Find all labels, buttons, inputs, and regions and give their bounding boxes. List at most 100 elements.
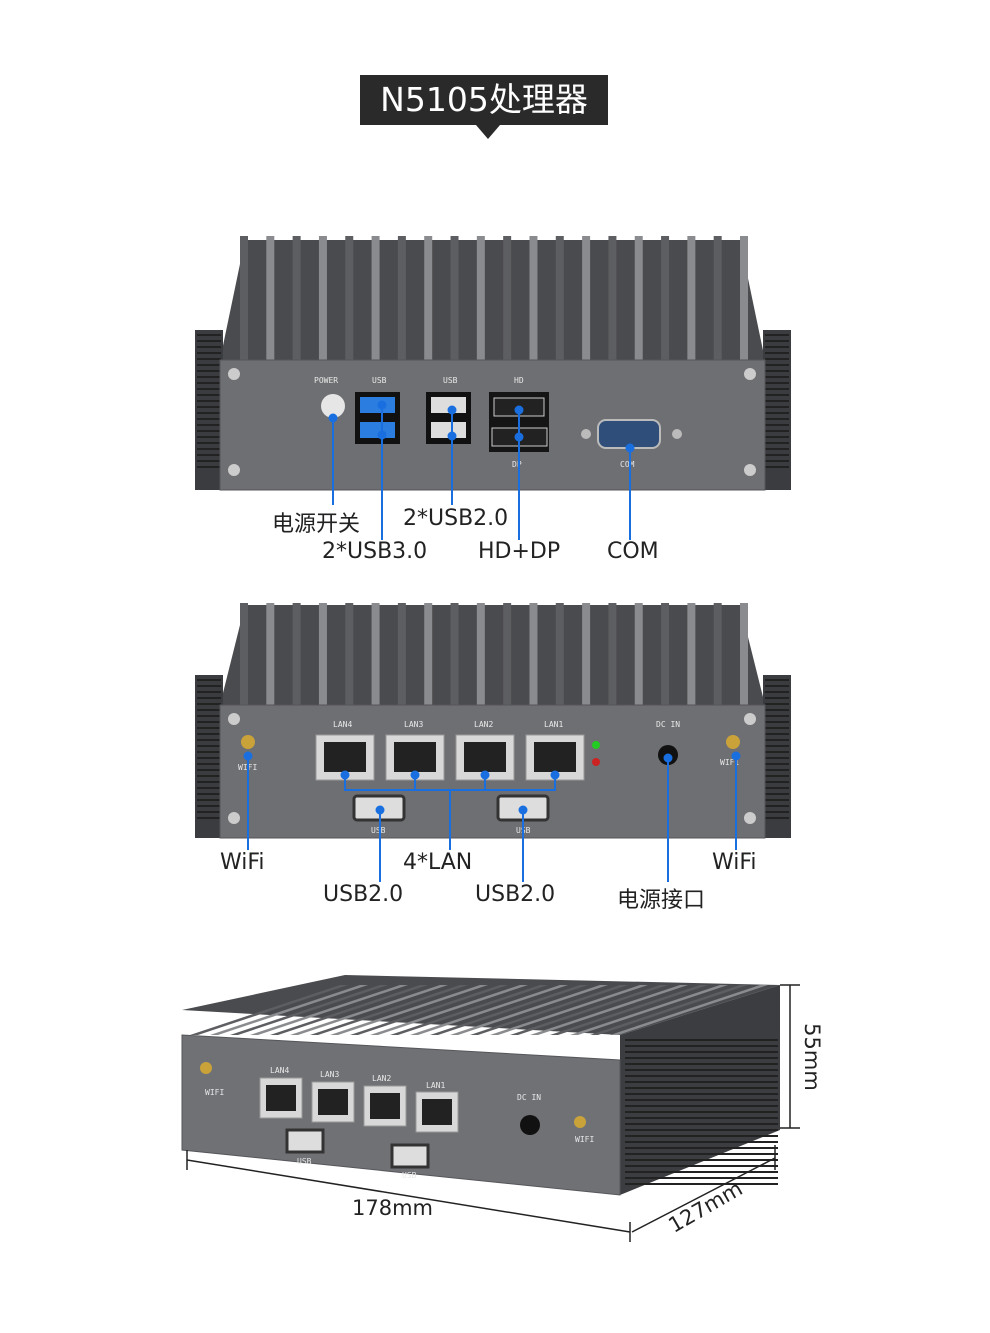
heatsink-fin <box>582 603 591 705</box>
processor-title: N5105处理器 <box>360 75 608 125</box>
heatsink-fin <box>503 236 512 360</box>
hd-label: HD <box>514 376 524 385</box>
callout-wifi-right: WiFi <box>712 850 757 875</box>
callout-com: COM <box>607 539 659 564</box>
heatsink-fin <box>230 985 388 1035</box>
heatsink-fin <box>740 236 748 360</box>
callout-usb20: 2*USB2.0 <box>403 506 509 531</box>
dp-label: DP <box>512 460 522 469</box>
heatsink-fin <box>529 603 538 705</box>
heatsink-fin <box>318 603 327 705</box>
heatsink-fin <box>410 985 568 1035</box>
heatsink-fin <box>610 985 768 1035</box>
heatsink-fin <box>687 236 696 360</box>
heatsink-fin <box>529 236 538 360</box>
heatsink-fin <box>345 236 354 360</box>
heatsink-fin <box>370 985 528 1035</box>
heatsink-fin <box>330 985 488 1035</box>
heatsink-fin <box>740 603 748 705</box>
title-arrow <box>476 125 500 139</box>
heatsink-fin <box>476 236 485 360</box>
usb-left-label: USB <box>371 826 386 835</box>
heatsink-fin <box>661 603 670 705</box>
iso-lan3-label: LAN3 <box>320 1070 339 1079</box>
lan2-label: LAN2 <box>474 720 493 729</box>
iso-usb-right-label: USB <box>402 1171 417 1180</box>
usb3-label: USB <box>372 376 387 385</box>
heatsink-fin <box>290 985 448 1035</box>
iso-wifi-right-label: WIFI <box>575 1135 594 1144</box>
heatsink-fin <box>503 603 512 705</box>
heatsink-fin <box>190 985 348 1035</box>
heatsink-fin <box>713 603 722 705</box>
callout-power-port: 电源接口 <box>617 888 706 913</box>
lan3-label: LAN3 <box>404 720 423 729</box>
callout-usb-right: USB2.0 <box>475 882 556 907</box>
usb2-label: USB <box>443 376 458 385</box>
heatsink-fin <box>713 236 722 360</box>
heatsink-fin <box>371 236 380 360</box>
dimension-height: 55mm <box>799 1023 824 1091</box>
heatsink-fin <box>490 985 648 1035</box>
lan4-label: LAN4 <box>333 720 352 729</box>
heatsink-fin <box>550 985 708 1035</box>
heatsink-fin <box>450 236 459 360</box>
callout-lan: 4*LAN <box>403 850 473 875</box>
heatsink-fin <box>510 985 668 1035</box>
heatsink-fin <box>318 236 327 360</box>
heatsink-fin <box>530 985 688 1035</box>
heatsink-fin <box>250 985 408 1035</box>
heatsink-fin <box>345 603 354 705</box>
dimension-width: 178mm <box>352 1196 433 1220</box>
heatsink-fin <box>661 236 670 360</box>
lan1-label: LAN1 <box>544 720 563 729</box>
iso-lan1-label: LAN1 <box>426 1081 445 1090</box>
iso-lan2-label: LAN2 <box>372 1074 391 1083</box>
callout-hd-dp: HD+DP <box>478 539 561 564</box>
heatsink-fin <box>424 603 433 705</box>
heatsink-fin <box>634 236 643 360</box>
front-view-device: POWER USB USB HD DP COM <box>195 236 791 540</box>
heatsink-fin <box>292 603 301 705</box>
heatsink-fin <box>240 236 248 360</box>
callout-power-switch: 电源开关 <box>272 512 361 537</box>
heatsink-fin <box>350 985 508 1035</box>
heatsink-fin <box>266 603 275 705</box>
heatsink-fin <box>430 985 588 1035</box>
iso-lan4-label: LAN4 <box>270 1066 289 1075</box>
heatsink-fin <box>608 603 617 705</box>
heatsink-fin <box>390 985 548 1035</box>
heatsink-fin <box>397 236 406 360</box>
heatsink-fin <box>397 603 406 705</box>
heatsink-fin <box>450 985 608 1035</box>
heatsink-fin <box>687 603 696 705</box>
heatsink-fin <box>450 603 459 705</box>
callout-wifi-left: WiFi <box>220 850 265 875</box>
heatsink-fin <box>240 603 248 705</box>
callout-usb30: 2*USB3.0 <box>322 539 428 564</box>
heatsink-fin <box>424 236 433 360</box>
heatsink-fin <box>570 985 728 1035</box>
heatsink-fin <box>270 985 428 1035</box>
iso-dc-in-label: DC IN <box>517 1093 541 1102</box>
power-label: POWER <box>314 376 338 385</box>
wifi-right-label: WIFI <box>720 758 739 767</box>
power-button <box>321 394 345 418</box>
com-label: COM <box>620 460 635 469</box>
iso-usb-left-label: USB <box>297 1157 312 1166</box>
heatsink-fin <box>470 985 628 1035</box>
heatsink-fin <box>634 603 643 705</box>
heatsink-fin <box>608 236 617 360</box>
heatsink-fin <box>476 603 485 705</box>
heatsink-fin <box>292 236 301 360</box>
iso-wifi-left-label: WIFI <box>205 1088 224 1097</box>
heatsink-fin <box>590 985 748 1035</box>
heatsink-fin <box>266 236 275 360</box>
dc-in-label: DC IN <box>656 720 680 729</box>
isometric-device: WIFI WIFI LAN4 LAN3 LAN2 LAN1 DC IN USB … <box>181 975 800 1242</box>
heatsink-fin <box>582 236 591 360</box>
rear-view-device: WIFI WIFI LAN4 LAN3 LAN2 LAN1 DC IN USB … <box>195 603 791 882</box>
heatsink-fin <box>310 985 468 1035</box>
heatsink-fin <box>555 236 564 360</box>
